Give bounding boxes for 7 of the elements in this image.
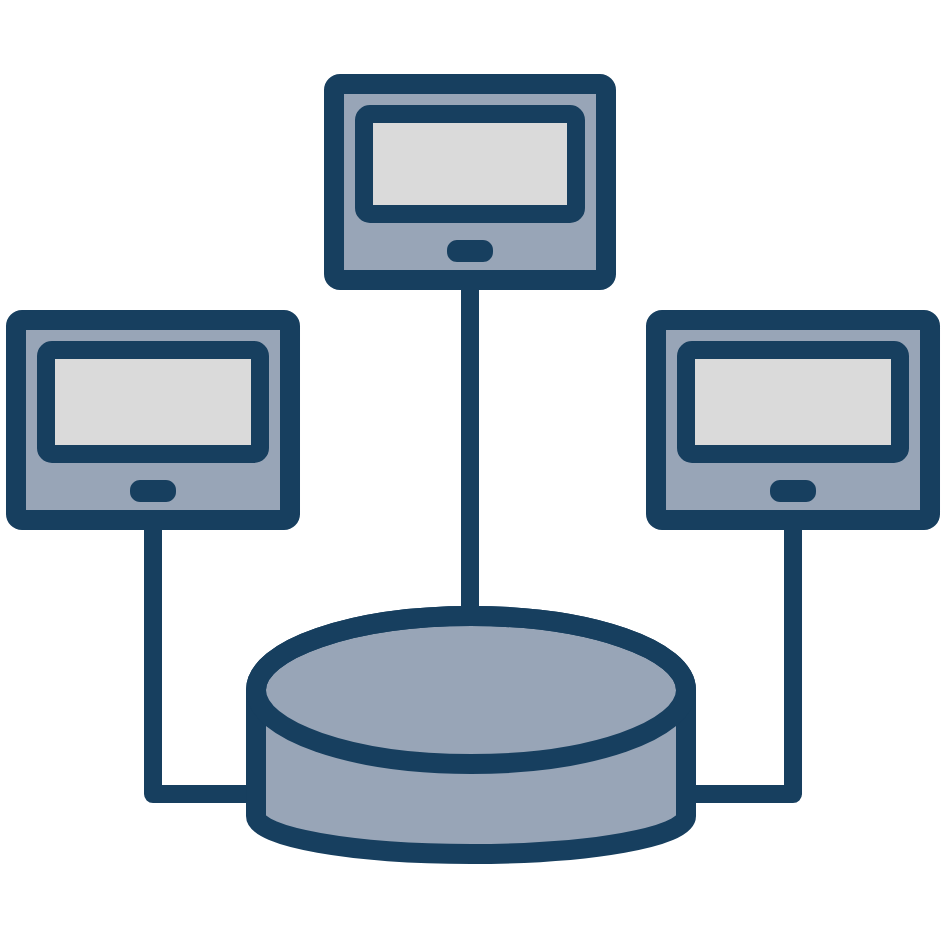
connector-line (461, 290, 479, 606)
database-cylinder (246, 606, 696, 864)
monitor (324, 74, 616, 290)
connector-line (144, 530, 246, 803)
monitor (6, 310, 300, 530)
connector-line (696, 530, 802, 803)
monitor (646, 310, 940, 530)
